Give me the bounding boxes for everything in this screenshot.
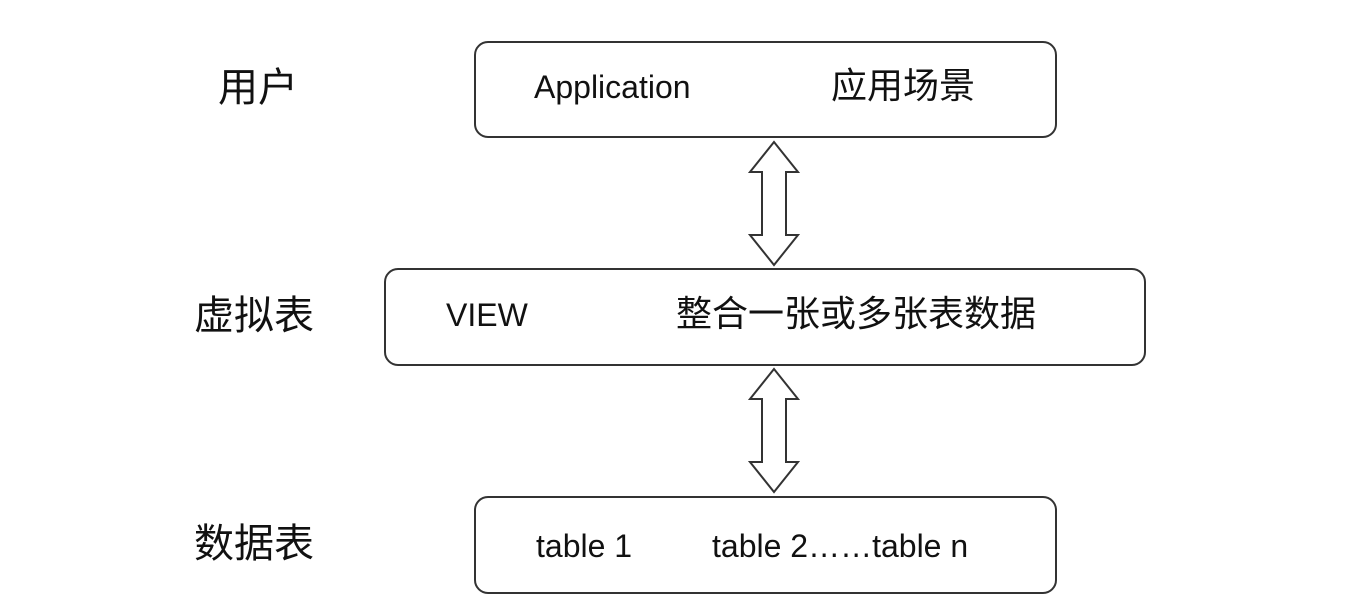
arrow-view-tables [747,367,801,494]
application-label: Application [534,69,691,105]
view-description: 整合一张或多张表数据 [676,294,1037,335]
layer-label-virtual-table: 虚拟表 [194,293,314,339]
application-description: 应用场景 [831,66,976,107]
view-label: VIEW [446,297,528,333]
table-1-label: table 1 [536,528,633,564]
view-box: VIEW 整合一张或多张表数据 [384,268,1146,366]
layer-label-data-table: 数据表 [194,521,314,567]
layer-label-user: 用户 [218,65,298,111]
table-range-label: table 2……table n [712,528,969,564]
application-box: Application 应用场景 [474,41,1057,138]
data-table-box: table 1 table 2……table n [474,496,1057,594]
arrow-application-view [747,140,801,267]
